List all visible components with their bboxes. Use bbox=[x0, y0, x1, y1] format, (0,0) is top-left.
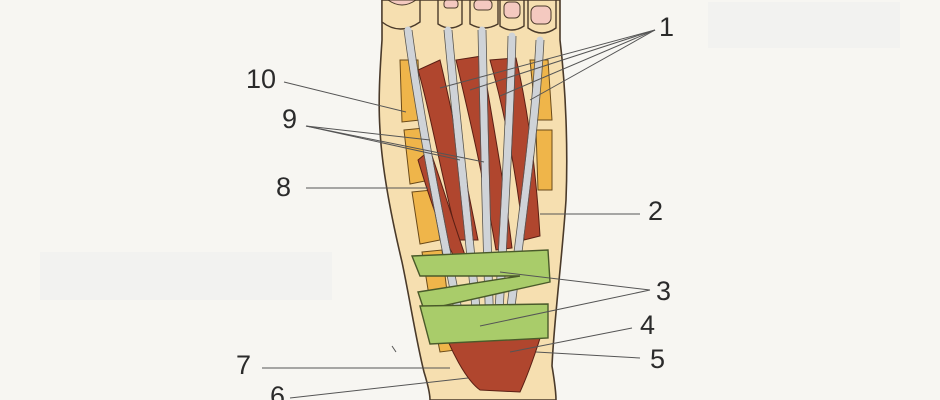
label-3: 3 bbox=[656, 276, 671, 306]
label-9: 9 bbox=[282, 104, 297, 134]
extensor-retinacula bbox=[410, 249, 551, 345]
label-10: 10 bbox=[246, 64, 276, 94]
tick-mark bbox=[391, 345, 397, 353]
leader-lines bbox=[262, 29, 656, 399]
label-2: 2 bbox=[648, 196, 663, 226]
label-8: 8 bbox=[276, 172, 291, 202]
labels: 1 2 3 4 5 6 7 8 9 10 bbox=[236, 12, 674, 400]
toenails bbox=[387, 0, 552, 25]
label-6: 6 bbox=[270, 381, 285, 400]
blank-box-left bbox=[40, 252, 332, 300]
label-7: 7 bbox=[236, 350, 251, 380]
blank-box-top-right bbox=[708, 2, 900, 48]
label-1: 1 bbox=[659, 12, 674, 42]
label-5: 5 bbox=[650, 344, 665, 374]
label-4: 4 bbox=[640, 310, 655, 340]
